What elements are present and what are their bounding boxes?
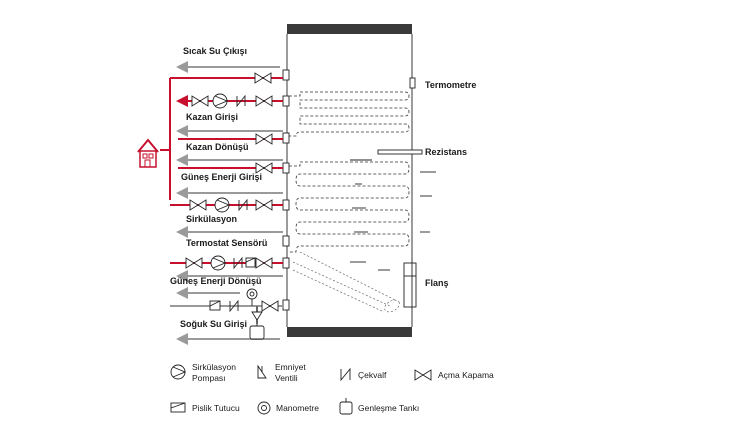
gate-valve-icon: [185, 257, 203, 269]
label-sicak-su: Sıcak Su Çıkışı: [183, 46, 247, 56]
legend: Sirkülasyon Pompası Emniyet Ventili Çekv…: [170, 362, 494, 415]
gate-valve-icon: [254, 72, 272, 84]
legend-expansion: Genleşme Tankı: [358, 403, 419, 413]
safety-valve-icon: [257, 364, 267, 379]
fittings: [137, 72, 279, 340]
gate-valve-icon: [255, 95, 273, 107]
legend-gate: Açma Kapama: [438, 370, 494, 380]
legend-strainer: Pislik Tutucu: [192, 403, 240, 413]
pump-icon: [214, 197, 231, 213]
label-sirkulasyon: Sirkülasyon: [186, 214, 237, 224]
pipe-labels: Sıcak Su Çıkışı Kazan Girişi Kazan Dönüş…: [170, 46, 267, 329]
internal-markings: [350, 159, 436, 271]
label-termostat: Termostat Sensörü: [186, 238, 267, 248]
label-flans: Flanş: [425, 278, 449, 288]
label-termometre: Termometre: [425, 80, 476, 90]
tank-labels: Termometre Rezistans Flanş: [425, 80, 476, 288]
flange: [292, 251, 417, 313]
pump-icon: [170, 364, 187, 380]
check-valve-icon: [229, 299, 239, 313]
legend-pump-2: Pompası: [192, 373, 226, 383]
gate-valve-icon: [189, 199, 207, 211]
safety-valve-icon: [251, 306, 263, 321]
gate-valve-icon: [255, 257, 273, 269]
gate-valve-icon: [414, 369, 432, 381]
check-valve-icon: [236, 94, 246, 108]
check-valve-icon: [340, 367, 351, 382]
label-rezistans: Rezistans: [425, 147, 467, 157]
house-icon: [137, 138, 159, 168]
manometer-icon: [246, 288, 258, 306]
pump-icon: [212, 93, 229, 109]
expansion-tank-icon: [249, 320, 265, 340]
label-kazan-donus: Kazan Dönüşü: [186, 142, 249, 152]
gate-valve-icon: [191, 95, 209, 107]
gate-valve-icon: [261, 300, 279, 312]
expansion-tank-icon: [339, 398, 353, 415]
gate-valve-icon: [255, 162, 273, 174]
label-gunes-donus: Güneş Enerji Dönüşü: [170, 276, 262, 286]
strainer-icon: [245, 257, 256, 268]
legend-manometer: Manometre: [276, 403, 319, 413]
strainer-icon: [209, 300, 221, 311]
manometer-icon: [257, 401, 271, 415]
check-valve-icon: [238, 198, 248, 212]
label-gunes-giris: Güneş Enerji Girişi: [181, 172, 262, 182]
check-valve-icon: [233, 256, 243, 270]
legend-check: Çekvalf: [358, 370, 387, 380]
strainer-icon: [170, 402, 186, 413]
storage-tank: [282, 24, 436, 337]
legend-safety-1: Emniyet: [275, 362, 306, 372]
gate-valve-icon: [255, 199, 273, 211]
legend-pump-1: Sirkülasyon: [192, 362, 236, 372]
lower-coil: [289, 161, 410, 253]
pump-icon: [210, 255, 227, 271]
gate-valve-icon: [255, 133, 273, 145]
label-kazan-giris: Kazan Girişi: [186, 112, 238, 122]
legend-safety-2: Ventili: [275, 373, 298, 383]
upper-coil: [289, 91, 410, 137]
label-soguk-su: Soğuk Su Girişi: [180, 319, 247, 329]
